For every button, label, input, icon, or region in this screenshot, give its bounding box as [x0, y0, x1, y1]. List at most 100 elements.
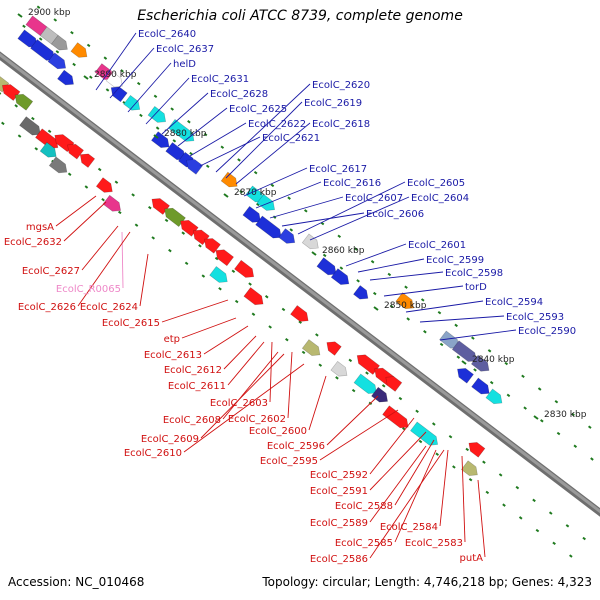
lane-dot	[337, 234, 342, 238]
gene-feature	[70, 42, 88, 58]
gene-feature	[326, 341, 342, 356]
lower-leader	[369, 431, 427, 491]
kbp-tick-label: 2840 kbp	[472, 355, 515, 365]
lane-dot	[354, 247, 358, 251]
lower-leader	[55, 195, 97, 227]
upper-leader	[225, 101, 303, 179]
lane-dot	[231, 269, 236, 273]
gene-feature	[353, 373, 377, 394]
upper-leader	[419, 315, 505, 323]
genome-backbone	[0, 51, 600, 517]
gene-feature	[48, 156, 68, 174]
lane-dot	[234, 299, 239, 304]
lane-dot	[189, 151, 193, 156]
lower-leader	[461, 455, 466, 543]
lane-dot	[372, 291, 377, 296]
lane-dot	[264, 295, 269, 299]
lane-dot	[148, 205, 152, 210]
lane-dot	[67, 172, 72, 176]
lower-gene-label: EcolC_2608	[163, 415, 221, 426]
lane-dot	[38, 37, 43, 41]
gene-feature	[451, 340, 477, 362]
lane-dot	[398, 396, 403, 401]
upper-gene-label: EcolC_2625	[229, 104, 287, 115]
lane-dot	[55, 50, 60, 54]
upper-leader	[177, 107, 228, 147]
lane-dot	[86, 43, 91, 48]
lane-dot	[203, 132, 208, 137]
lane-dot	[184, 261, 189, 266]
lane-dot	[36, 5, 41, 9]
lane-dot	[454, 323, 458, 328]
kbp-tick-label: 2830 kbp	[544, 410, 587, 420]
lower-gene-label: etp	[164, 334, 180, 345]
upper-gene-label: EcolC_2618	[312, 119, 370, 130]
lane-dot	[153, 94, 158, 99]
lane-dot	[465, 447, 470, 452]
lane-dot	[1, 121, 5, 126]
upper-gene-label: EcolC_2621	[262, 133, 320, 144]
lane-dot	[523, 406, 527, 410]
gene-feature	[79, 153, 96, 168]
gene-feature	[353, 285, 369, 300]
gene-feature	[167, 118, 195, 142]
kbp-tick	[461, 360, 467, 365]
lane-dot	[251, 312, 256, 316]
lane-dot	[322, 253, 327, 258]
upper-leader	[109, 47, 155, 99]
lane-dot	[201, 274, 206, 278]
upper-leader	[235, 122, 311, 185]
gene-feature	[204, 238, 221, 254]
upper-gene-label: EcolC_2590	[518, 326, 576, 337]
gene-feature	[255, 215, 282, 239]
upper-leader	[127, 62, 172, 113]
lane-dot	[590, 457, 594, 461]
ncrna-gene-label: EcolC_R0065	[56, 284, 121, 295]
lane-dot	[571, 412, 575, 417]
kbp-tick	[83, 75, 89, 80]
lane-dot	[0, 92, 2, 95]
lane-dot	[155, 126, 160, 130]
lane-dot	[14, 104, 18, 108]
lower-leader	[121, 231, 124, 289]
gene-feature	[290, 305, 309, 322]
lane-dot	[172, 139, 177, 143]
lane-dot	[304, 209, 308, 213]
lower-gene-label: mgsA	[26, 222, 54, 233]
lower-leader	[394, 449, 437, 543]
lane-dot	[498, 473, 503, 477]
upper-gene-label: EcolC_2598	[445, 268, 503, 279]
lower-leader	[269, 341, 273, 403]
lane-dot	[471, 336, 475, 340]
lower-leader	[200, 353, 285, 439]
lane-dot	[582, 536, 586, 541]
upper-gene-label: helD	[173, 59, 196, 70]
lower-gene-label: EcolC_2626	[18, 302, 76, 313]
lower-leader	[223, 335, 257, 370]
upper-leader	[215, 83, 311, 173]
lane-dot	[198, 244, 202, 248]
lane-dot	[287, 196, 291, 200]
lower-leader	[287, 351, 293, 419]
gene-feature	[123, 94, 141, 111]
lower-leader	[394, 439, 435, 506]
lane-dot	[17, 134, 22, 138]
lower-gene-label: EcolC_2613	[144, 350, 202, 361]
lane-dot	[220, 145, 225, 149]
lower-leader	[222, 351, 279, 420]
lower-leader	[369, 445, 427, 523]
gene-feature	[485, 388, 503, 405]
lower-gene-label: putA	[460, 553, 484, 564]
lane-dot	[315, 333, 319, 337]
upper-leader	[255, 181, 322, 209]
upper-leader	[145, 77, 190, 125]
upper-leader	[405, 300, 484, 313]
lane-dot	[101, 198, 105, 202]
lane-dot	[151, 236, 156, 240]
lane-dot	[70, 30, 74, 35]
lower-leader	[227, 341, 265, 386]
kbp-tick	[17, 13, 23, 18]
kbp-tick-label: 2870 kbp	[234, 188, 277, 198]
